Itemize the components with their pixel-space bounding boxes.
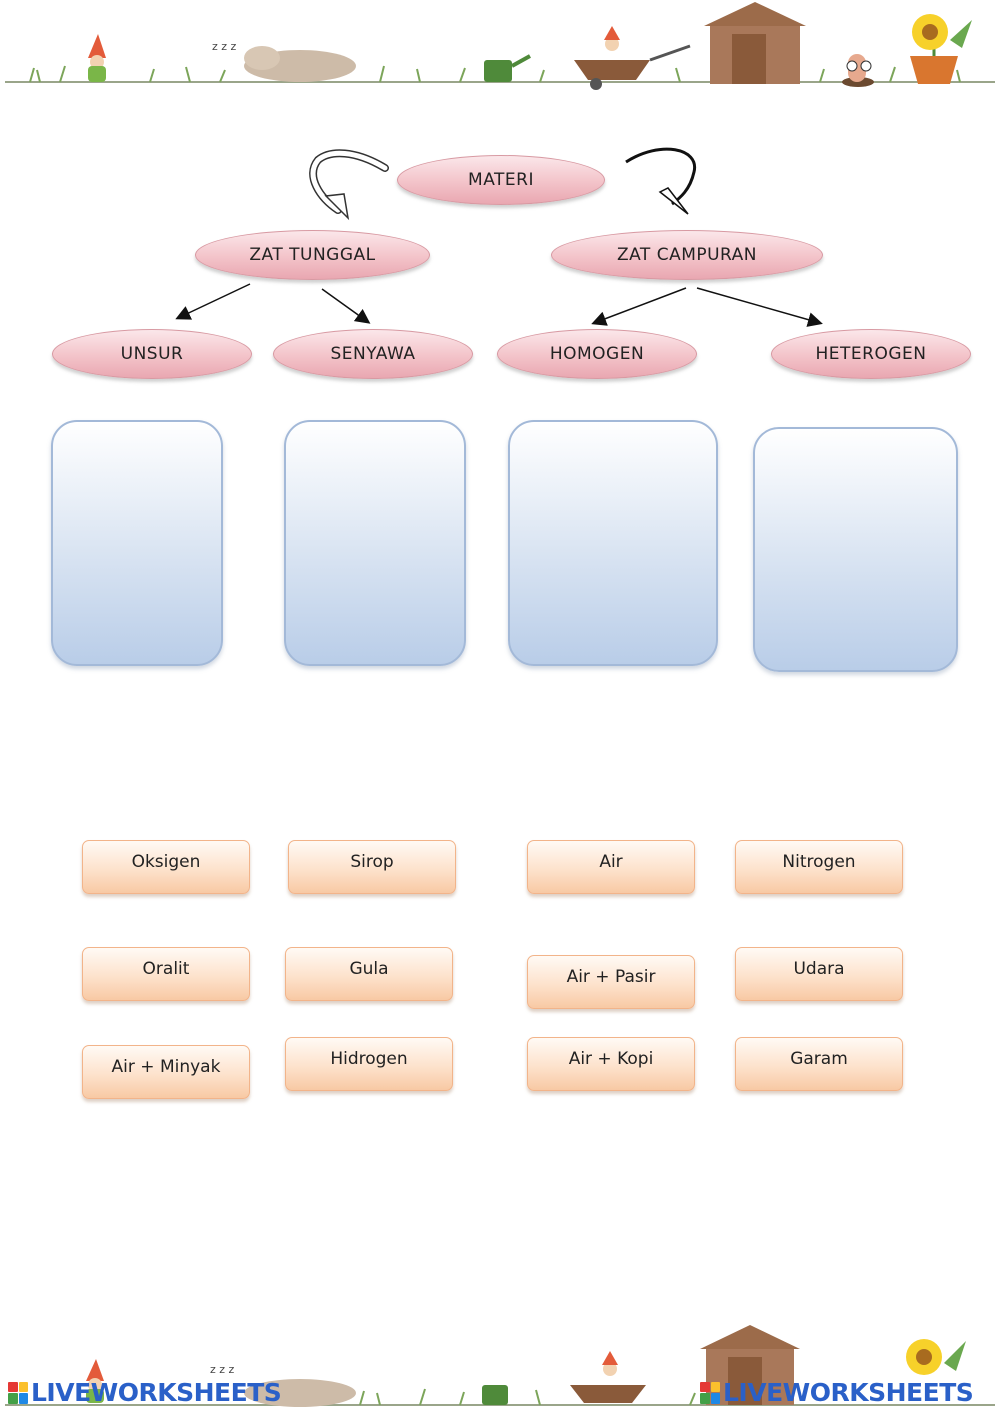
chip-air[interactable]: Air <box>527 840 695 894</box>
node-senyawa-label: SENYAWA <box>330 344 416 364</box>
node-zat-tunggal: ZAT TUNGGAL <box>195 230 430 280</box>
logo-text: LIVEWORKSHEETS <box>723 1378 974 1407</box>
chip-oksigen[interactable]: Oksigen <box>82 840 250 894</box>
liveworksheets-logo-left[interactable]: LIVEWORKSHEETS <box>8 1378 282 1407</box>
chip-label: Air <box>599 852 623 872</box>
chip-label: Gula <box>349 959 389 979</box>
sleeping-dog-icon: z z z <box>210 1363 356 1407</box>
sunflower-pot-icon <box>906 1339 966 1375</box>
garden-header-decoration: z z z <box>0 0 1000 100</box>
chip-label: Udara <box>793 959 845 979</box>
chip-gula[interactable]: Gula <box>285 947 453 1001</box>
sleeping-dog-icon: z z z <box>212 40 356 82</box>
chip-label: Sirop <box>350 852 394 872</box>
watering-can-icon <box>482 1385 508 1405</box>
node-homogen: HOMOGEN <box>497 329 697 379</box>
node-heterogen: HETEROGEN <box>771 329 971 379</box>
sunflower-pot-icon <box>910 14 972 84</box>
node-materi-label: MATERI <box>468 170 534 190</box>
concept-map-connectors <box>175 147 823 327</box>
chip-garam[interactable]: Garam <box>735 1037 903 1091</box>
arrow-to-homogen <box>591 287 687 326</box>
chip-label: Garam <box>790 1049 848 1069</box>
node-homogen-label: HOMOGEN <box>549 344 645 364</box>
chip-air-kopi[interactable]: Air + Kopi <box>527 1037 695 1091</box>
drop-zone-senyawa[interactable] <box>284 420 466 666</box>
node-zat-campuran: ZAT CAMPURAN <box>551 230 823 280</box>
node-zat-campuran-label: ZAT CAMPURAN <box>616 245 758 265</box>
node-heterogen-label: HETEROGEN <box>815 344 927 364</box>
worm-icon <box>842 54 874 87</box>
chip-air-pasir[interactable]: Air + Pasir <box>527 955 695 1009</box>
liveworksheets-icon <box>700 1381 720 1404</box>
arrow-to-heterogen <box>696 287 823 327</box>
drop-zone-heterogen[interactable] <box>753 427 958 672</box>
chip-oralit[interactable]: Oralit <box>82 947 250 1001</box>
chip-label: Nitrogen <box>782 852 856 872</box>
watering-can-icon <box>484 54 531 82</box>
chip-udara[interactable]: Udara <box>735 947 903 1001</box>
chip-nitrogen[interactable]: Nitrogen <box>735 840 903 894</box>
chip-label: Air + Kopi <box>568 1049 654 1069</box>
wheelbarrow-icon <box>570 1351 646 1403</box>
chip-label: Oksigen <box>131 852 201 872</box>
chip-label: Oralit <box>142 959 190 979</box>
svg-text:z z z: z z z <box>212 40 237 53</box>
chip-label: Hidrogen <box>330 1049 408 1069</box>
chip-air-minyak[interactable]: Air + Minyak <box>82 1045 250 1099</box>
node-unsur-label: UNSUR <box>120 344 184 364</box>
gnome-icon <box>88 34 106 82</box>
node-unsur: UNSUR <box>52 329 252 379</box>
arrow-to-senyawa <box>321 288 371 324</box>
chip-hidrogen[interactable]: Hidrogen <box>285 1037 453 1091</box>
svg-text:z z z: z z z <box>210 1363 235 1376</box>
gnome-icon <box>86 1359 104 1403</box>
liveworksheets-logo-right[interactable]: LIVEWORKSHEETS <box>700 1378 974 1407</box>
chip-sirop[interactable]: Sirop <box>288 840 456 894</box>
node-senyawa: SENYAWA <box>273 329 473 379</box>
drop-zone-unsur[interactable] <box>51 420 223 666</box>
garden-footer-decoration: z z z <box>0 1313 1000 1413</box>
wheelbarrow-icon <box>574 26 691 90</box>
logo-text: LIVEWORKSHEETS <box>31 1378 282 1407</box>
chip-label: Air + Pasir <box>566 967 656 987</box>
node-zat-tunggal-label: ZAT TUNGGAL <box>249 245 376 265</box>
node-materi: MATERI <box>397 155 605 205</box>
garden-shed-icon <box>700 1325 800 1405</box>
garden-shed-icon <box>704 2 806 84</box>
arrow-to-unsur <box>175 283 251 320</box>
drop-zone-homogen[interactable] <box>508 420 718 666</box>
liveworksheets-icon <box>8 1381 28 1404</box>
chip-label: Air + Minyak <box>111 1057 221 1077</box>
curved-arrow-right <box>625 147 697 206</box>
